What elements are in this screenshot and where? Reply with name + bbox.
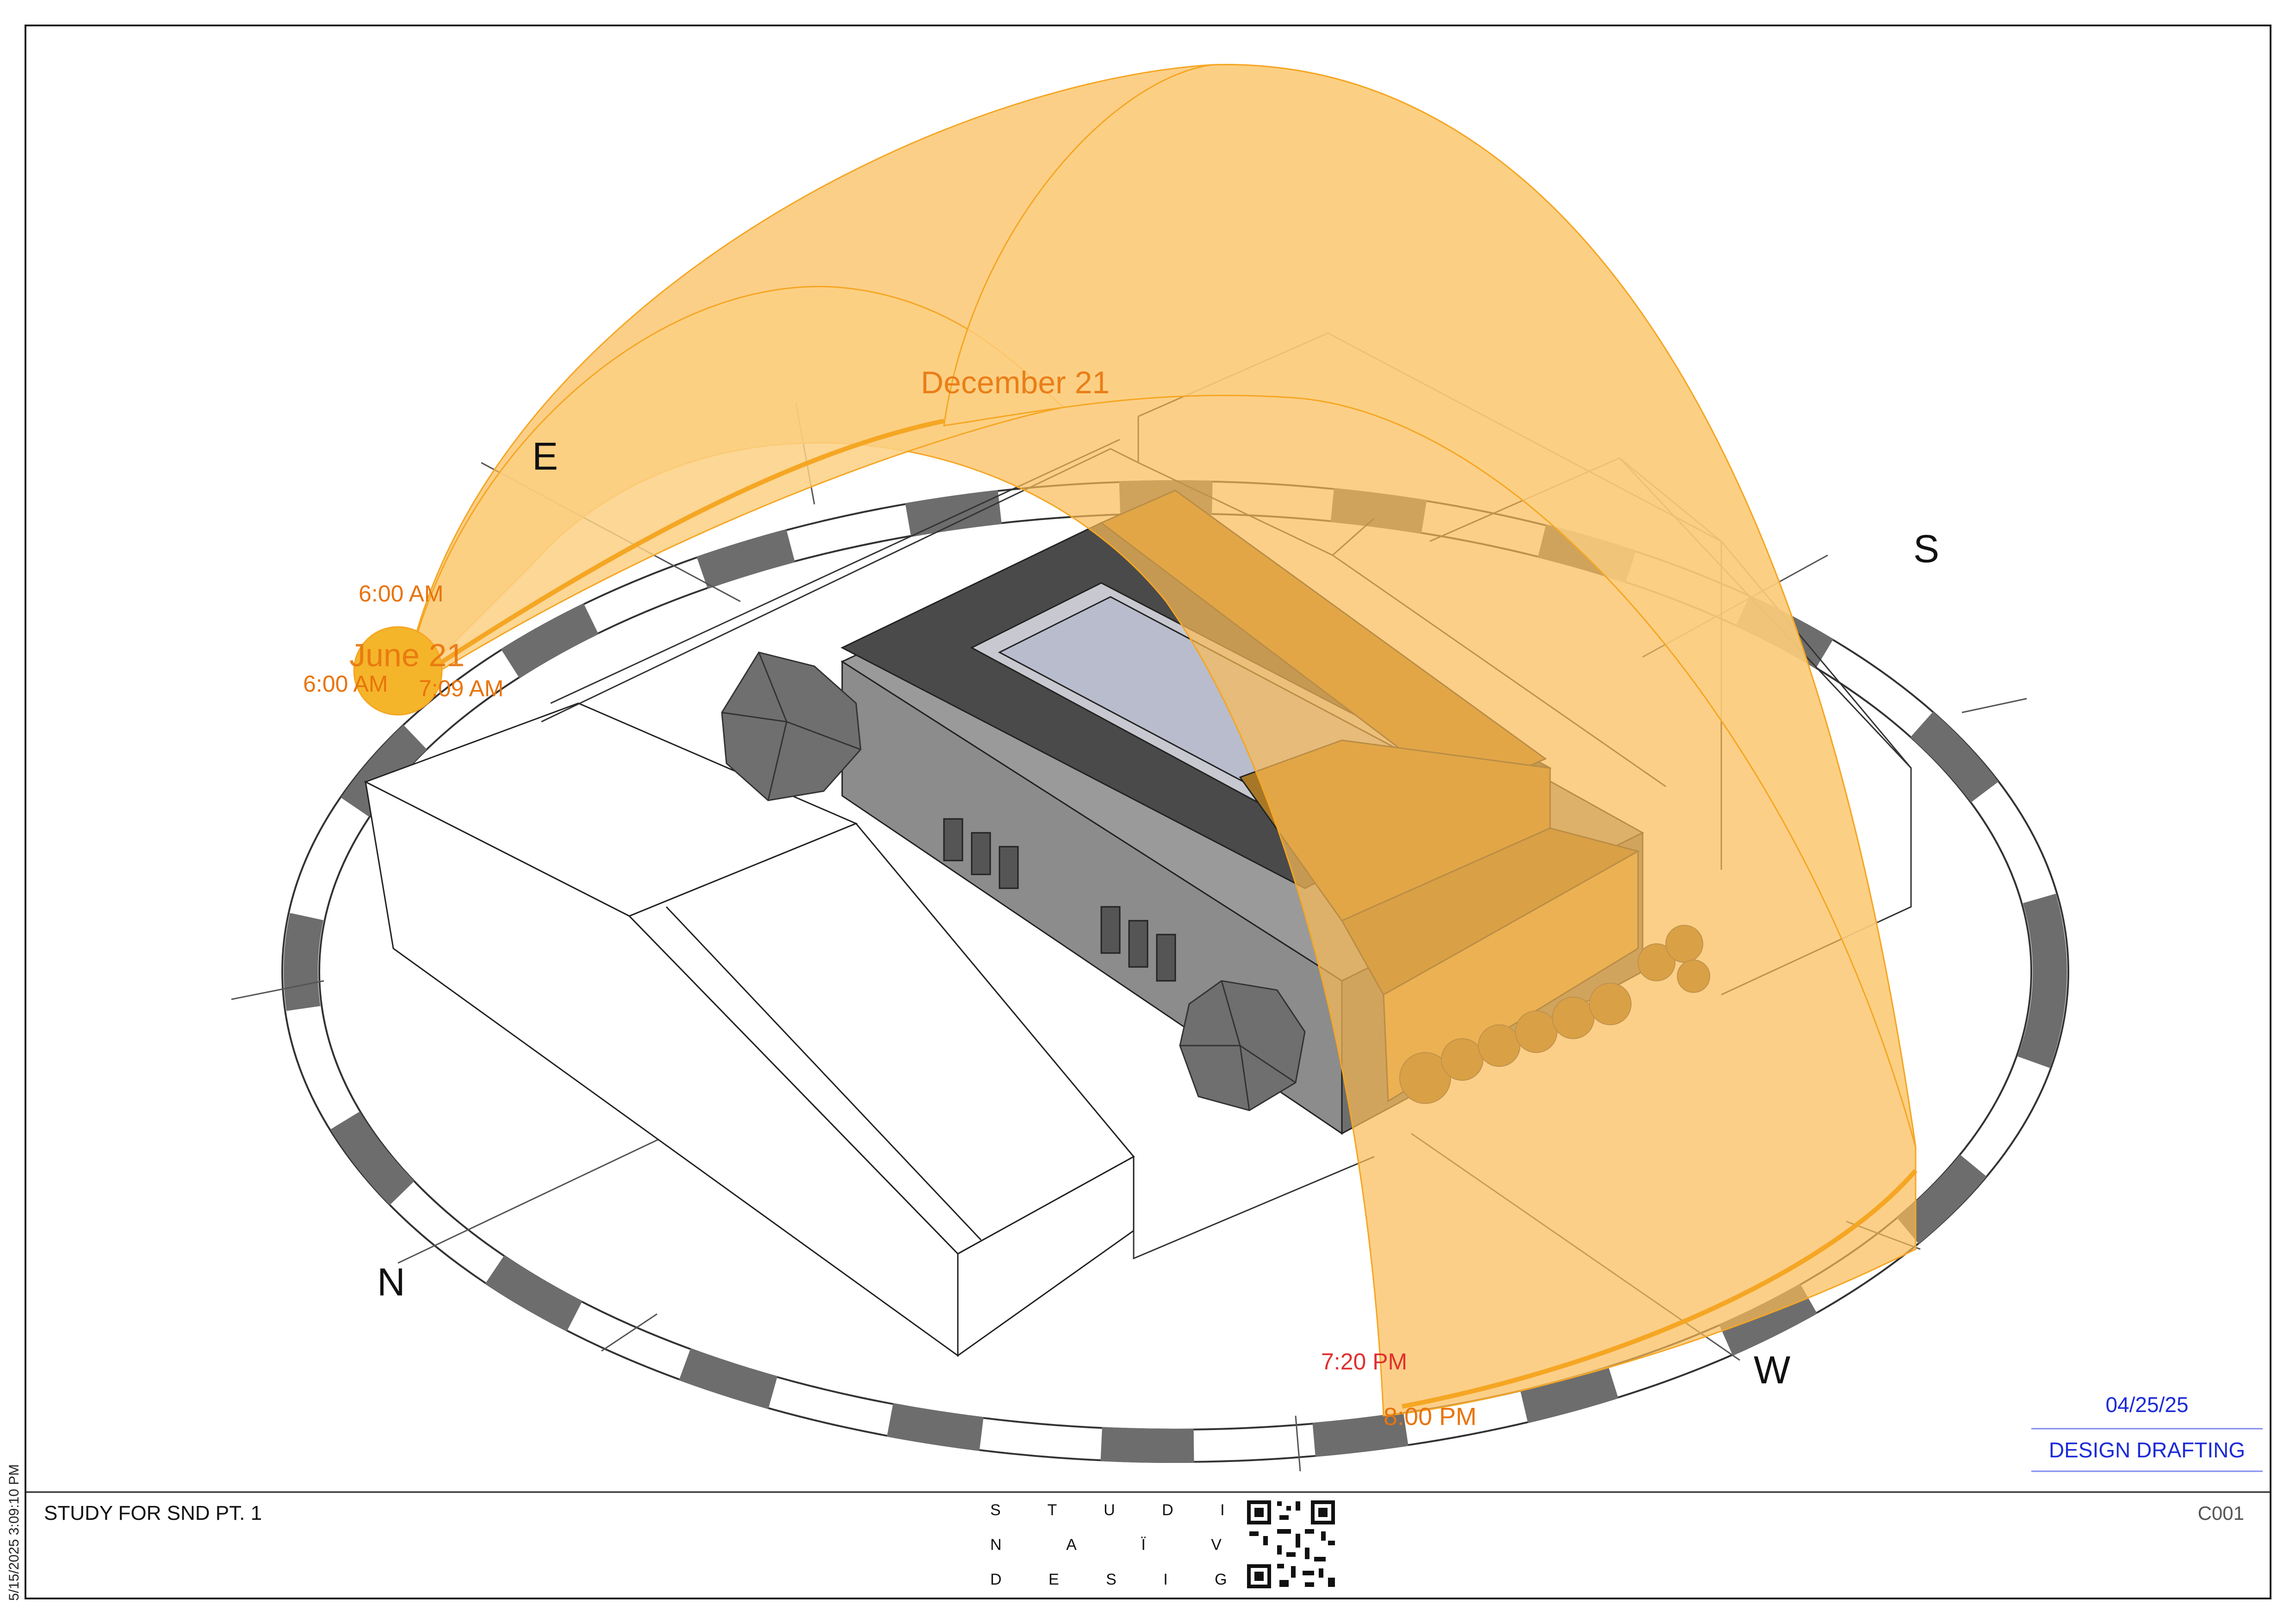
studio-line-3: D E S I G N (990, 1571, 1307, 1588)
issue-date: 04/25/25 (2105, 1393, 2188, 1417)
issue-status: DESIGN DRAFTING (2049, 1438, 2245, 1462)
sun-icon (353, 626, 443, 716)
compass-north: N (377, 1260, 405, 1304)
sheet-border (25, 25, 2271, 1599)
time-600-lower: 6:00 AM (303, 671, 388, 697)
studio-line-1: S T U D I O (990, 1501, 1305, 1519)
sunset-band (1402, 1169, 1917, 1409)
tree-east (721, 651, 862, 801)
sunrise-band (392, 419, 945, 696)
time-720: 7:20 PM (1321, 1349, 1407, 1375)
tree-north (1179, 980, 1306, 1111)
studio-logo: S T U D I O N A Ï V E D E S I G N (990, 1501, 1307, 1588)
compass-west: W (1754, 1348, 1790, 1392)
time-800: 8:00 PM (1384, 1403, 1477, 1431)
sun-arc-crest (943, 64, 1917, 1148)
compass-east: E (532, 434, 558, 478)
time-600-upper: 6:00 AM (359, 581, 443, 607)
june-label: June 21 (349, 637, 465, 673)
project-title: STUDY FOR SND PT. 1 (44, 1502, 262, 1524)
print-timestamp: 5/15/2025 3:09:10 PM (6, 1464, 22, 1601)
time-709: 7:09 AM (419, 675, 503, 701)
sheet-number: C001 (2198, 1502, 2244, 1524)
title-block: 04/25/25 DESIGN DRAFTING STUDY FOR SND P… (6, 1393, 2271, 1601)
december-label: December 21 (921, 365, 1110, 400)
sun-path (353, 64, 1917, 1417)
compass-south: S (1913, 527, 1939, 570)
qr-code-icon (1245, 1498, 1337, 1591)
